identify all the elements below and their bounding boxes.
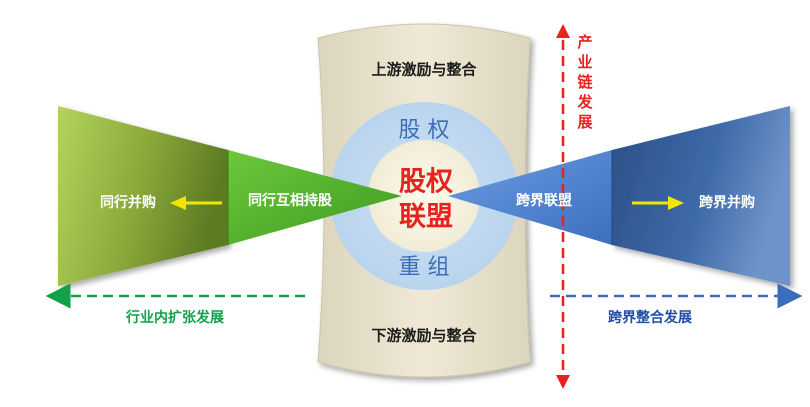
industry-expansion-label: 行业内扩张发展 — [126, 310, 224, 326]
peer-merger-label: 同行并购 — [100, 195, 156, 211]
industry-chain-char: 业 — [577, 53, 593, 71]
right-outer-wedge — [612, 106, 790, 286]
industry-chain-char: 发 — [577, 93, 593, 111]
left-outer-wedge — [58, 106, 228, 286]
crossborder-integration-label: 跨界整合发展 — [608, 310, 692, 326]
industry-chain-label: 产 业 链 发 展 — [576, 32, 594, 132]
crossborder-merger-label: 跨界并购 — [699, 195, 755, 211]
equity-label: 股 权 — [398, 118, 450, 143]
crossborder-alliance-label: 跨界联盟 — [516, 193, 572, 209]
industry-chain-char: 产 — [577, 33, 593, 51]
restructure-label: 重 组 — [398, 255, 450, 280]
industry-chain-char: 链 — [577, 73, 593, 91]
equity-alliance-core — [368, 140, 480, 252]
upstream-label: 上游激励与整合 — [371, 60, 477, 79]
left-inner-wedge — [228, 150, 402, 245]
downstream-label: 下游激励与整合 — [371, 326, 477, 345]
peer-cross-holding-label: 同行互相持股 — [248, 193, 332, 209]
alliance-title-line1: 股权 — [399, 166, 453, 198]
industry-chain-char: 展 — [577, 113, 593, 131]
alliance-title-line2: 联盟 — [399, 201, 453, 233]
right-inner-wedge — [448, 150, 612, 245]
